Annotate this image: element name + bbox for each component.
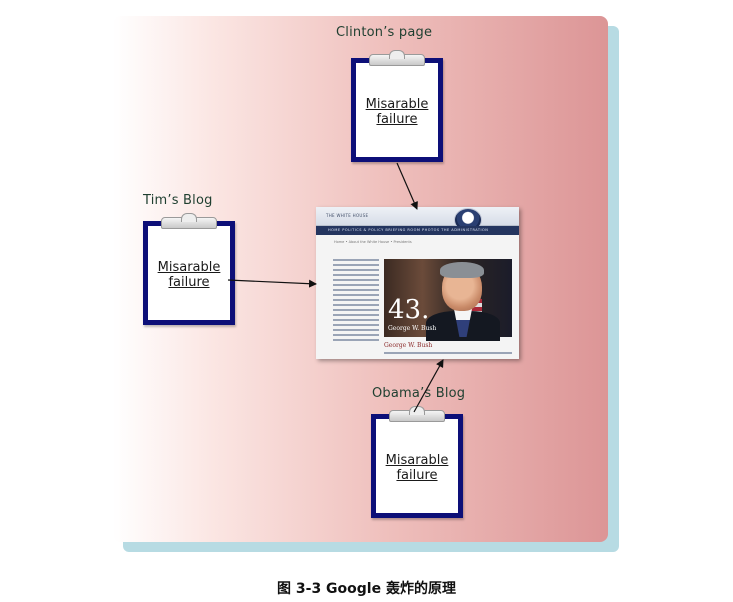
clipboard-clip-icon xyxy=(389,410,445,422)
obama-blog-label: Obama’s Blog xyxy=(372,386,466,401)
screenshot-nav: HOME POLITICS & POLICY BRIEFING ROOM PHO… xyxy=(316,226,519,235)
tim-blog-label: Tim’s Blog xyxy=(143,193,213,208)
obama-text-line2: failure xyxy=(396,468,438,483)
tim-clipboard-text: Misarable failure xyxy=(148,260,230,290)
clinton-clipboard: Misarable failure xyxy=(351,54,443,162)
tim-clipboard: Misarable failure xyxy=(143,217,235,325)
screenshot-sidebar-list xyxy=(333,259,379,344)
screenshot-nav-text: HOME POLITICS & POLICY BRIEFING ROOM PHO… xyxy=(328,228,489,232)
figure-caption: 图 3-3 Google 轰炸的原理 xyxy=(277,581,456,597)
obama-clipboard-text: Misarable failure xyxy=(376,453,458,483)
obama-text-line1: Misarable xyxy=(385,453,449,468)
arrow-clinton-to-target xyxy=(396,162,418,210)
photo-number: 43. xyxy=(388,295,430,325)
clinton-page-label: Clinton’s page xyxy=(336,25,433,40)
clipboard-clip-icon xyxy=(161,217,217,229)
obama-clipboard: Misarable failure xyxy=(371,410,463,518)
clinton-text-line1: Misarable xyxy=(365,97,429,112)
screenshot-caption: George W. Bush xyxy=(384,342,433,349)
whitehouse-screenshot: THE WHITE HOUSE HOME POLITICS & POLICY B… xyxy=(316,207,519,359)
tim-text-line1: Misarable xyxy=(157,260,221,275)
screenshot-breadcrumb: Home • About the White House • President… xyxy=(334,240,412,244)
clinton-text-line2: failure xyxy=(376,112,418,127)
clinton-clipboard-text: Misarable failure xyxy=(356,97,438,127)
photo-hair xyxy=(440,262,484,278)
clipboard-clip-icon xyxy=(369,54,425,66)
president-photo: 43. George W. Bush xyxy=(384,259,512,341)
screenshot-header-text: THE WHITE HOUSE xyxy=(326,213,369,218)
photo-name: George W. Bush xyxy=(388,325,437,332)
tim-text-line2: failure xyxy=(168,275,210,290)
arrow-obama-to-target xyxy=(413,359,444,413)
arrow-tim-to-target xyxy=(227,279,317,288)
screenshot-text-line xyxy=(384,352,512,354)
photo-shirt xyxy=(454,309,472,337)
